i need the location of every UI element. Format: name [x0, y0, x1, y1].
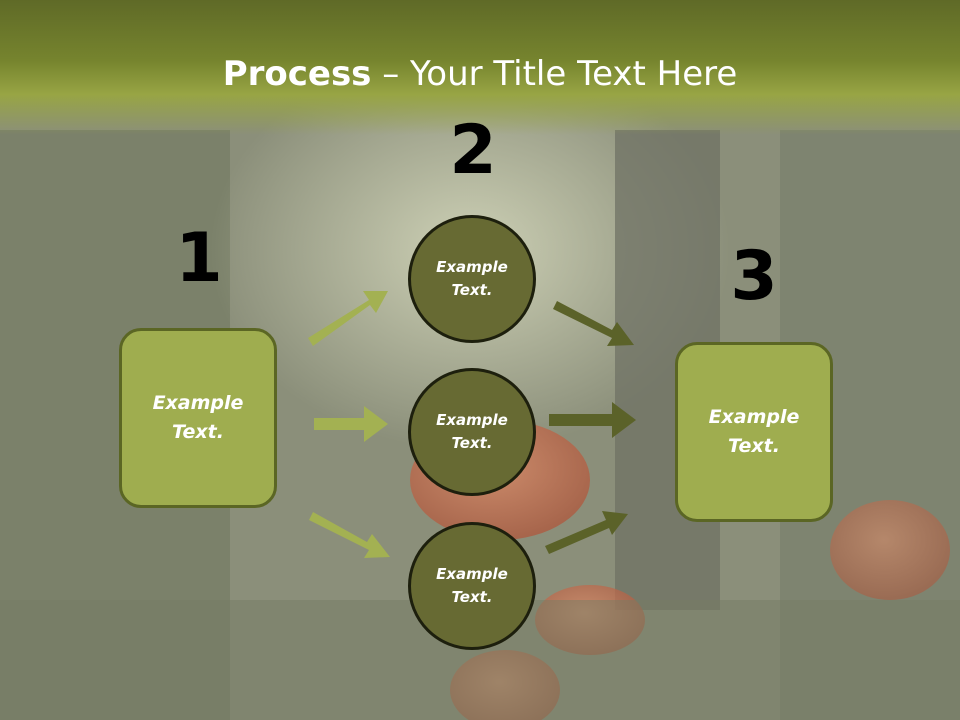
slide-title: Process – Your Title Text Here: [0, 52, 960, 96]
arrow-top-to-right: [553, 301, 634, 346]
process-circle-bottom: Example Text.: [408, 522, 536, 650]
arrow-middle-to-right: [549, 402, 636, 438]
process-circle-top: Example Text.: [408, 215, 536, 343]
circle-bottom-label: Example Text.: [436, 565, 508, 606]
step-number-2: 2: [449, 111, 497, 190]
process-box-right: Example Text.: [675, 342, 833, 522]
title-bar: [0, 0, 960, 135]
circle-top-label: Example Text.: [436, 258, 508, 299]
circle-middle-label: Example Text.: [436, 411, 508, 452]
title-bold: Process: [222, 54, 372, 94]
arrow-bottom-to-right: [545, 511, 628, 554]
arrow-left-to-bottom: [309, 512, 390, 558]
process-circle-middle: Example Text.: [408, 368, 536, 496]
process-box-left: Example Text.: [119, 328, 277, 508]
box-right-label: Example Text.: [708, 406, 800, 457]
arrow-left-to-middle: [314, 406, 388, 442]
arrow-left-to-top: [308, 291, 388, 346]
step-number-3: 3: [730, 237, 778, 316]
step-number-1: 1: [175, 219, 223, 298]
title-rest: – Your Title Text Here: [371, 54, 738, 94]
box-left-label: Example Text.: [152, 392, 244, 443]
